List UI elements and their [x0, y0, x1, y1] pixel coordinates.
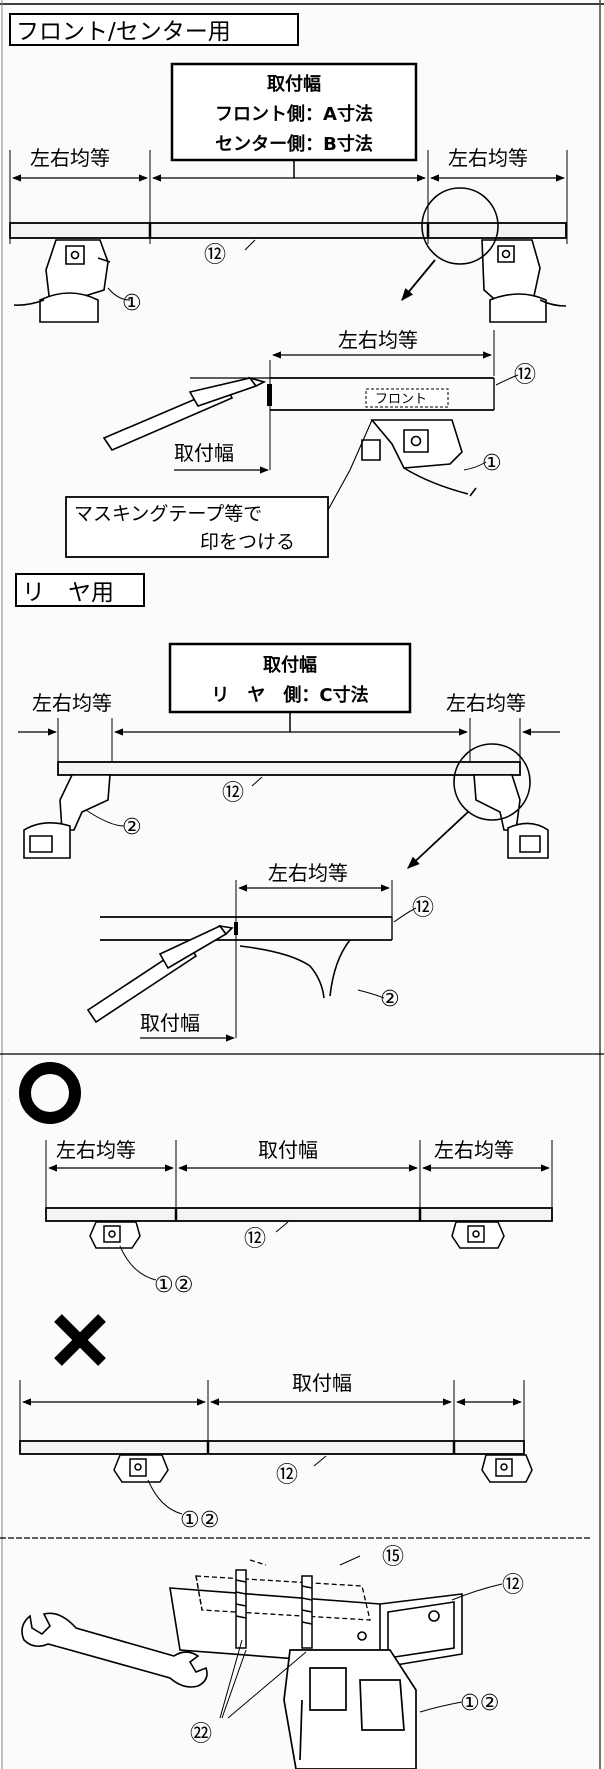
masking-tape-label: フロント — [375, 392, 427, 407]
part-label-foot: ① — [122, 291, 142, 316]
tab-rear-frame — [15, 573, 145, 607]
label-right-equal-rear: 左右均等 — [446, 691, 526, 715]
mount-plate-dashed — [195, 1559, 371, 1621]
leader — [419, 1701, 463, 1713]
tab-front-center: フロント/センター用 — [16, 19, 231, 45]
label-detail-equal: 左右均等 — [338, 328, 418, 352]
foot-bracket-left — [13, 239, 111, 323]
section-assembly: ⑮ ⑫ ①② ㉒ — [21, 1545, 524, 1769]
width-box-title: 取付幅 — [267, 73, 321, 95]
leader — [85, 809, 125, 827]
label-detail-equal-rear: 左右均等 — [268, 861, 348, 885]
leader — [107, 287, 131, 301]
leader — [219, 1639, 307, 1719]
leader — [463, 461, 487, 471]
foot-bracket-wrong-left — [113, 1454, 169, 1483]
foot-bracket-rear-right — [473, 774, 549, 859]
masking-tape — [365, 388, 449, 408]
note-line-1: マスキングテープ等で — [74, 503, 262, 525]
label-right-equal-correct: 左右均等 — [434, 1138, 514, 1162]
width-box-front — [170, 62, 418, 162]
foot-bracket-right — [481, 239, 567, 323]
leader — [495, 374, 519, 386]
foot-bracket-correct-left — [89, 1221, 141, 1249]
magnify-circle — [421, 187, 499, 265]
wrench — [21, 1612, 208, 1688]
label-center-wrong: 取付幅 — [292, 1371, 352, 1395]
label-center-correct: 取付幅 — [258, 1138, 318, 1162]
part-label-feet-assembly: ①② — [460, 1691, 499, 1716]
part-label-bar-wrong: ⑫ — [276, 1463, 298, 1488]
magnify-circle-rear — [453, 743, 531, 821]
leader — [451, 1583, 503, 1601]
width-box-rear-title: 取付幅 — [263, 654, 317, 676]
label-detail-width: 取付幅 — [174, 441, 234, 465]
leader — [313, 1455, 327, 1467]
section-front-center: フロント/センター用 取付幅 フロント側：A寸法 センター側：B寸法 左右均等 … — [9, 13, 568, 558]
label-left-equal-correct: 左右均等 — [56, 1138, 136, 1162]
note-line-2: 印をつける — [200, 531, 295, 553]
correct-symbol — [19, 1062, 81, 1124]
part-label-bar-rear: ⑫ — [222, 781, 244, 806]
part-label-22: ㉒ — [190, 1722, 212, 1747]
label-detail-width-rear: 取付幅 — [140, 1011, 200, 1035]
crossbar-correct — [45, 1207, 553, 1222]
note-leader — [327, 419, 373, 511]
mark-line — [267, 384, 272, 406]
marker-pen-rear — [86, 924, 234, 1024]
leader — [147, 1479, 183, 1515]
width-box-line-center: センター側：B寸法 — [215, 133, 373, 155]
section-correct: ○ 左右均等 取付幅 左右均等 ⑫ ①② — [8, 1062, 553, 1298]
bolts — [235, 1569, 313, 1649]
foot-bracket-detail-rear — [239, 939, 351, 999]
foot-bracket-wrong-right — [481, 1454, 533, 1483]
leader — [244, 239, 256, 251]
foot-bracket-rear-left — [23, 774, 111, 859]
leader — [393, 907, 417, 923]
foot-bracket-correct-right — [451, 1221, 505, 1249]
width-box-line-front: フロント側：A寸法 — [215, 103, 373, 125]
marker-pen — [102, 376, 267, 451]
part-label-feet-correct: ①② — [154, 1273, 193, 1298]
leader — [357, 989, 385, 999]
part-label-detail-bar-rear: ⑫ — [412, 896, 434, 921]
label-left-equal-rear: 左右均等 — [32, 691, 112, 715]
foot-bracket-assembly — [283, 1649, 417, 1769]
foot-bracket-detail — [361, 419, 477, 497]
crossbar-rear — [57, 761, 521, 776]
leader — [251, 776, 263, 787]
part-label-15: ⑮ — [382, 1545, 404, 1570]
correct-symbol-text: ○ — [8, 1099, 9, 1101]
crossbar-wrong — [19, 1440, 525, 1455]
leader — [339, 1555, 361, 1566]
wrong-symbol-text: ✕ — [8, 1329, 9, 1331]
part-label-detail-foot: ① — [482, 451, 502, 476]
part-label-12: ⑫ — [502, 1573, 524, 1598]
section-rear: リ ヤ用 取付幅 リ ヤ 側：C寸法 左右均等 左右均等 ⑫ ② — [15, 573, 560, 1042]
magnify-arrow-rear — [407, 811, 469, 869]
label-right-equal: 左右均等 — [448, 146, 528, 170]
wrong-symbol — [54, 1314, 106, 1366]
magnify-arrow — [401, 259, 436, 301]
section-wrong: ✕ 取付幅 ⑫ ①② — [8, 1314, 533, 1533]
label-left-equal: 左右均等 — [30, 146, 110, 170]
part-label-feet-wrong: ①② — [180, 1508, 219, 1533]
part-label-detail-foot-rear: ② — [380, 987, 400, 1012]
tab-rear: リ ヤ用 — [22, 580, 114, 606]
width-box-rear-line: リ ヤ 側：C寸法 — [211, 684, 368, 706]
width-box-rear — [168, 642, 412, 714]
note-box — [65, 496, 329, 558]
part-label-foot-rear: ② — [122, 815, 142, 840]
leader — [275, 1221, 289, 1233]
mark-line — [234, 922, 238, 935]
leader — [119, 1245, 157, 1281]
part-label-bar-correct: ⑫ — [244, 1227, 266, 1252]
crossbar — [9, 222, 567, 239]
part-label-bar: ⑫ — [204, 243, 226, 268]
part-label-detail-bar: ⑫ — [514, 363, 536, 388]
tab-front-center-frame — [9, 13, 299, 46]
